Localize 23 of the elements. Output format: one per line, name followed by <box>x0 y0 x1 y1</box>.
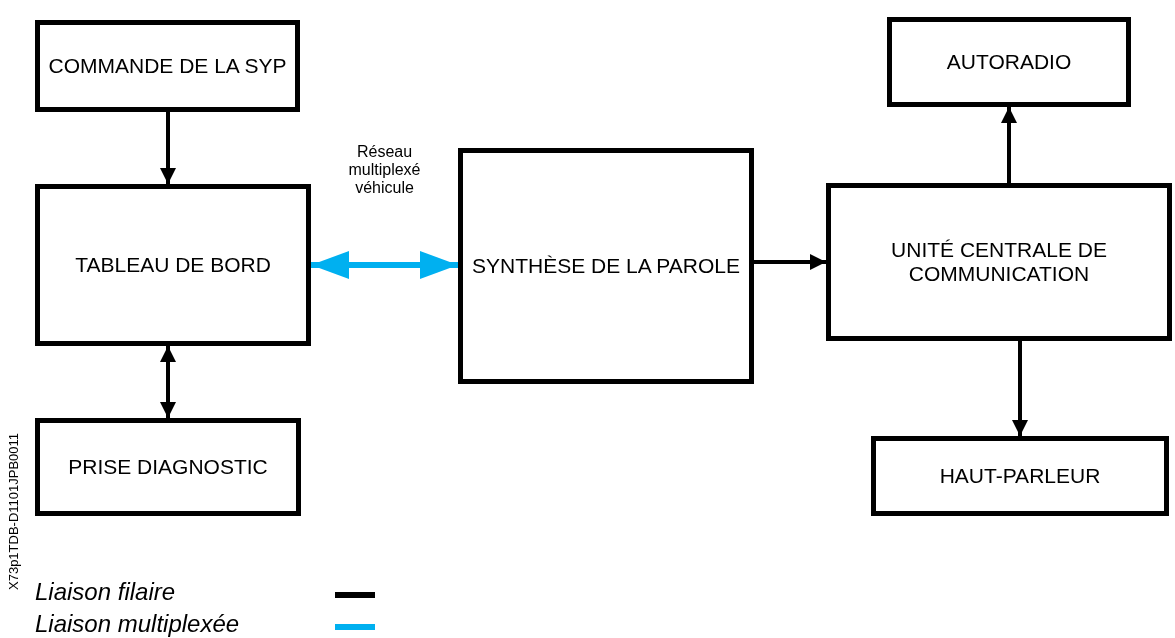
block-label: TABLEAU DE BORD <box>74 253 272 277</box>
block-box <box>826 183 1172 341</box>
block-box <box>871 436 1169 516</box>
legend-text: Liaison filaire <box>35 578 176 606</box>
arrow <box>160 346 176 418</box>
block-box <box>887 17 1131 107</box>
block-label: HAUT-PARLEUR <box>938 464 1102 488</box>
arrow <box>1012 341 1028 436</box>
block-box <box>35 418 301 516</box>
block-label: COMMANDE DE LA SYP <box>47 54 288 78</box>
block-label: PRISE DIAGNOSTIC <box>67 455 269 479</box>
block-box <box>35 20 300 112</box>
block-label: UNITÉ CENTRALE DE COMMUNICATION <box>890 238 1108 286</box>
legend-text: Liaison multiplexée <box>35 610 240 638</box>
arrow <box>754 254 826 270</box>
block-label: SYNTHÈSE DE LA PAROLE <box>470 254 741 278</box>
block-box <box>35 184 311 346</box>
arrow <box>160 112 176 184</box>
block-label: AUTORADIO <box>945 50 1073 74</box>
arrow <box>1001 107 1017 183</box>
arrow <box>311 251 458 279</box>
block-box <box>458 148 754 384</box>
reference-code: X73p1TDB-D1101JPB0011 <box>6 432 21 590</box>
